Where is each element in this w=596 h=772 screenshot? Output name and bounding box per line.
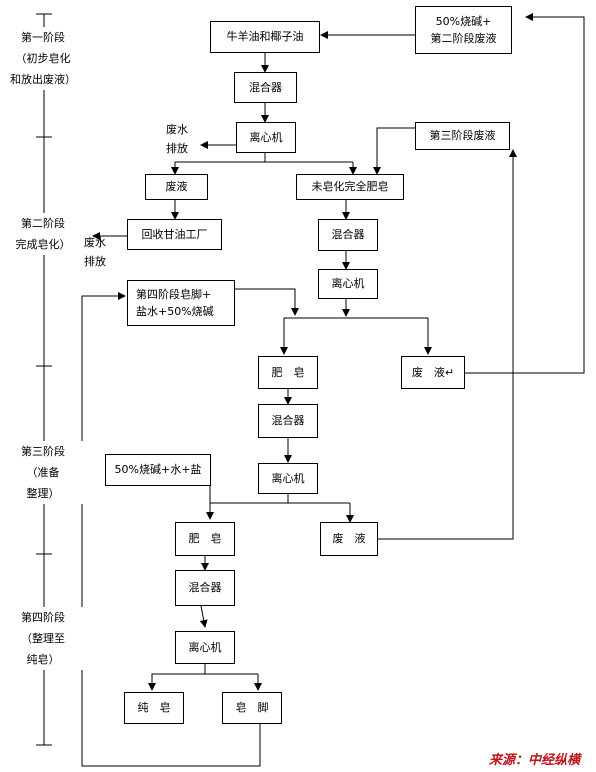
- box-mixer-2: 混合器: [318, 219, 378, 251]
- line-waste3-to-unsaponified: [373, 127, 415, 175]
- box-soap-3: 肥 皂: [175, 522, 235, 556]
- line-stage4-to-split2: [235, 288, 299, 316]
- line-waste2-recycle: [465, 13, 585, 374]
- box-waste-liquid-2: 废 液↵: [401, 356, 465, 389]
- box-mixer-4: 混合器: [175, 570, 235, 606]
- label-wastewater-discharge-1: 废水排放: [166, 123, 188, 155]
- box-unsaponified-soap: 未皂化完全肥皂: [296, 174, 404, 200]
- box-centrifuge-4: 离心机: [175, 631, 235, 664]
- line-soapfoot-recycle: [81, 292, 261, 767]
- arrow-mixer4-to-centrifuge4: [199, 605, 208, 628]
- box-caustic-stage2-waste: 50%烧碱+第二阶段废液: [415, 6, 512, 54]
- box-mixer-3: 混合器: [258, 404, 318, 438]
- line-centrifuge3-split: [206, 494, 289, 520]
- line-centrifuge4-to-pure: [148, 664, 206, 691]
- stage-label-4: 第四阶段（整理至纯皂）: [0, 607, 86, 670]
- line-waste3-recycle: [378, 149, 517, 540]
- box-mixer-1: 混合器: [234, 72, 297, 103]
- stage-label-3: 第三阶段（准备整理）: [0, 441, 86, 504]
- stage-label-2: 第二阶段完成皂化）: [0, 213, 86, 255]
- box-stage4-soapfoot-input: 第四阶段皂脚+盐水+50%烧碱: [127, 280, 235, 326]
- label-wastewater-discharge-2: 废水排放: [84, 236, 106, 268]
- line-centrifuge1-split: [171, 153, 266, 175]
- stage-label-1: 第一阶段（初步皂化和放出废液）: [0, 27, 86, 90]
- box-soap-foot: 皂 脚: [222, 692, 282, 724]
- source-caption: 来源：中经纵横: [488, 753, 580, 768]
- box-caustic-water-salt: 50%烧碱+水+盐: [105, 454, 211, 486]
- box-centrifuge-1: 离心机: [236, 122, 296, 153]
- box-glycerin-recovery-plant: 回收甘油工厂: [127, 219, 222, 250]
- box-waste-liquid-1: 废液: [145, 174, 208, 200]
- box-soap-2: 肥 皂: [258, 356, 318, 389]
- box-centrifuge-2: 离心机: [318, 269, 378, 299]
- box-centrifuge-3: 离心机: [258, 463, 318, 494]
- box-stage3-waste: 第三阶段废液: [415, 122, 510, 150]
- box-tallow-coconut-oil: 牛羊油和椰子油: [210, 21, 320, 53]
- box-waste-liquid-3: 废 液: [320, 522, 378, 556]
- box-pure-soap: 纯 皂: [124, 692, 184, 724]
